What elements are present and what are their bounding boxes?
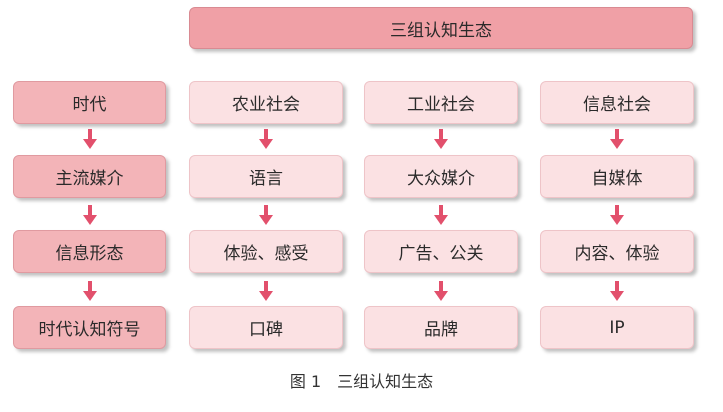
row-label-text: 时代 [72,95,107,115]
cell-text: IP [609,317,625,338]
cell-text: 广告、公关 [398,244,484,264]
down-arrow-icon [259,281,273,303]
down-arrow-icon [434,281,448,303]
cell-text: 大众媒介 [407,169,475,189]
down-arrow-icon [610,129,624,151]
row-label-cognitive-symbol: 时代认知符号 [13,306,166,349]
cell-experience-feeling: 体验、感受 [189,230,343,273]
down-arrow-icon [610,205,624,227]
cell-text: 农业社会 [232,95,300,115]
row-label-information-form: 信息形态 [13,230,166,273]
cell-text: 口碑 [249,320,283,340]
down-arrow-icon [434,205,448,227]
cell-text: 工业社会 [407,95,475,115]
cell-text: 内容、体验 [574,244,660,264]
down-arrow-icon [83,129,97,151]
cell-advertising-pr: 广告、公关 [364,230,518,273]
row-label-mainstream-media: 主流媒介 [13,155,166,198]
down-arrow-icon [259,205,273,227]
down-arrow-icon [434,129,448,151]
cell-mass-media: 大众媒介 [364,155,518,198]
cell-word-of-mouth: 口碑 [189,306,343,349]
cell-brand: 品牌 [364,306,518,349]
diagram-title-box: 三组认知生态 [189,7,693,49]
down-arrow-icon [83,281,97,303]
cell-ip: IP [540,306,694,349]
down-arrow-icon [610,281,624,303]
row-label-text: 主流媒介 [55,169,124,189]
diagram-title: 三组认知生态 [390,20,492,41]
cell-industrial-era: 工业社会 [364,81,518,124]
cell-self-media: 自媒体 [540,155,694,198]
cell-language: 语言 [189,155,343,198]
row-label-text: 信息形态 [55,244,124,264]
cell-text: 自媒体 [591,169,643,189]
row-label-text: 时代认知符号 [38,320,141,340]
cell-content-experience: 内容、体验 [540,230,694,273]
down-arrow-icon [83,205,97,227]
row-label-era: 时代 [13,81,166,124]
down-arrow-icon [259,129,273,151]
cell-text: 信息社会 [583,95,651,115]
cell-text: 品牌 [424,320,458,340]
cell-information-era: 信息社会 [540,81,694,124]
cell-text: 体验、感受 [223,244,309,264]
cell-text: 语言 [249,169,283,189]
figure-caption: 图 1 三组认知生态 [289,372,434,391]
cell-agricultural-era: 农业社会 [189,81,343,124]
